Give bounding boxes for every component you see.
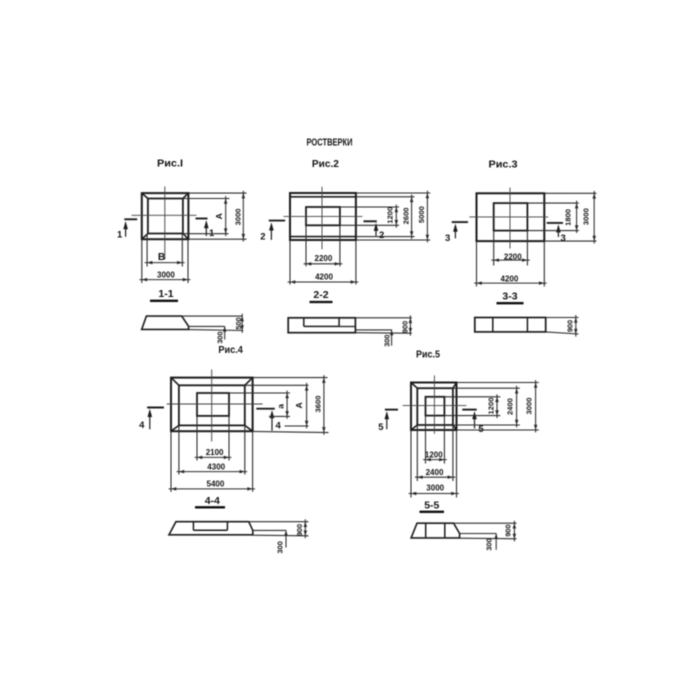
svg-text:300: 300	[382, 334, 391, 346]
svg-text:3000: 3000	[426, 484, 444, 493]
svg-text:Рис.2: Рис.2	[312, 159, 339, 170]
svg-text:5-5: 5-5	[424, 499, 439, 511]
svg-text:Рис.5: Рис.5	[416, 350, 440, 361]
svg-text:500: 500	[234, 317, 243, 329]
svg-text:5: 5	[478, 424, 484, 435]
svg-text:2: 2	[379, 230, 384, 241]
svg-text:РОСТВЕРКИ: РОСТВЕРКИ	[307, 137, 353, 148]
svg-text:В: В	[158, 252, 165, 263]
svg-text:300: 300	[276, 541, 285, 553]
svg-text:4: 4	[276, 421, 282, 432]
svg-text:2400: 2400	[506, 398, 515, 415]
svg-text:900: 900	[503, 524, 512, 536]
svg-text:5000: 5000	[417, 206, 426, 223]
svg-text:2100: 2100	[206, 448, 224, 457]
svg-text:1200: 1200	[486, 398, 495, 415]
svg-text:2200: 2200	[504, 252, 522, 261]
svg-text:3000: 3000	[581, 208, 590, 225]
svg-text:900: 900	[565, 320, 574, 332]
svg-text:1-1: 1-1	[158, 288, 173, 300]
svg-text:3: 3	[561, 233, 566, 244]
svg-text:300: 300	[484, 538, 493, 550]
svg-text:300: 300	[215, 331, 224, 343]
svg-text:Рис.3: Рис.3	[489, 160, 518, 171]
svg-text:3000: 3000	[525, 398, 534, 415]
svg-text:4: 4	[139, 420, 145, 431]
svg-text:3: 3	[445, 233, 450, 244]
svg-text:4-4: 4-4	[205, 495, 220, 507]
svg-text:2200: 2200	[315, 254, 333, 263]
svg-text:900: 900	[295, 524, 304, 536]
svg-text:4300: 4300	[207, 462, 225, 471]
svg-text:5400: 5400	[207, 480, 225, 489]
svg-text:2600: 2600	[401, 207, 410, 224]
svg-text:1200: 1200	[386, 207, 395, 224]
svg-text:А: А	[294, 402, 304, 408]
svg-text:3000: 3000	[234, 208, 243, 225]
svg-text:1: 1	[117, 229, 123, 240]
svg-text:2: 2	[260, 232, 265, 243]
svg-text:Рис.4: Рис.4	[218, 345, 243, 356]
svg-text:1800: 1800	[564, 209, 573, 226]
svg-text:1200: 1200	[425, 451, 443, 460]
svg-text:2-2: 2-2	[313, 289, 328, 301]
svg-text:3600: 3600	[313, 396, 322, 413]
svg-text:Рис.I: Рис.I	[157, 159, 183, 170]
svg-text:3000: 3000	[157, 270, 175, 279]
svg-text:а: а	[276, 404, 286, 409]
svg-text:4200: 4200	[315, 273, 333, 282]
svg-text:4200: 4200	[501, 274, 519, 283]
svg-text:5: 5	[378, 422, 384, 433]
svg-text:2400: 2400	[426, 468, 444, 477]
svg-text:900: 900	[401, 321, 410, 333]
svg-text:3-3: 3-3	[502, 291, 517, 303]
svg-text:A: A	[214, 213, 224, 219]
